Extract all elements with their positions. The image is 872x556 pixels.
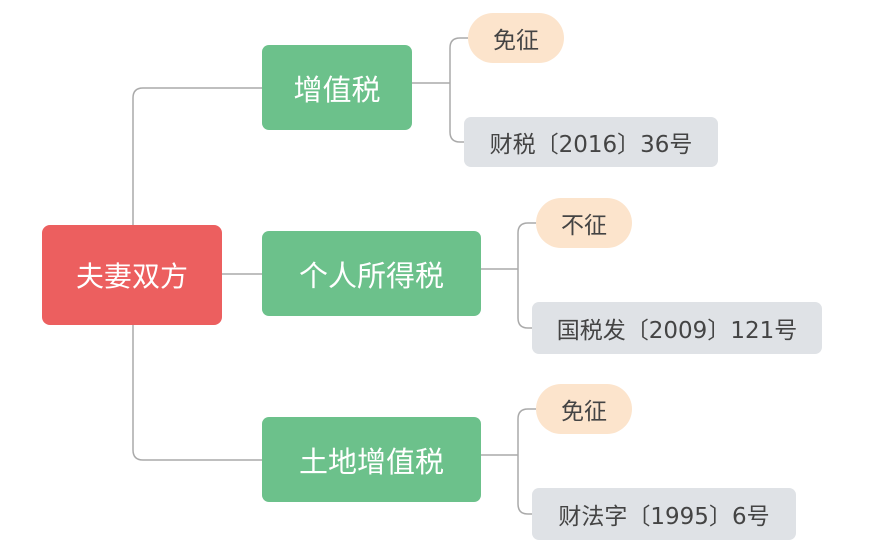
root-node[interactable]: 夫妻双方 <box>42 225 222 325</box>
policy-tag-individual-income-tax[interactable]: 不征 <box>536 198 632 248</box>
reference-node-land-value-tax[interactable]: 财法字〔1995〕6号 <box>532 488 796 540</box>
branch-node-label: 增值税 <box>293 72 381 107</box>
branch-node-label: 土地增值税 <box>298 444 444 479</box>
policy-tag-vat[interactable]: 免征 <box>468 13 564 63</box>
branch-node-land-value-tax[interactable]: 土地增值税 <box>262 417 481 502</box>
reference-label: 财法字〔1995〕6号 <box>558 504 770 530</box>
connector-vat-to-reference <box>449 83 464 143</box>
connector-iit-to-reference <box>517 269 532 329</box>
connector-root-to-lvt <box>132 325 262 461</box>
policy-tag-label: 免征 <box>493 28 539 54</box>
branch-node-label: 个人所得税 <box>298 258 444 293</box>
connector-lvt-to-policy <box>517 408 536 455</box>
connector-root-to-vat <box>132 87 262 225</box>
reference-label: 国税发〔2009〕121号 <box>556 318 798 344</box>
root-node-label: 夫妻双方 <box>75 260 188 293</box>
reference-node-individual-income-tax[interactable]: 国税发〔2009〕121号 <box>532 302 822 354</box>
policy-tag-label: 不征 <box>561 213 607 239</box>
branch-node-vat[interactable]: 增值税 <box>262 45 412 130</box>
connector-lvt-to-reference <box>517 455 532 515</box>
connector-vat-to-policy <box>449 37 468 83</box>
reference-node-vat[interactable]: 财税〔2016〕36号 <box>464 117 718 167</box>
policy-tag-label: 免征 <box>561 399 607 425</box>
connector-iit-to-policy <box>517 222 536 269</box>
policy-tag-land-value-tax[interactable]: 免征 <box>536 384 632 434</box>
branch-node-individual-income-tax[interactable]: 个人所得税 <box>262 231 481 316</box>
reference-label: 财税〔2016〕36号 <box>489 132 693 158</box>
